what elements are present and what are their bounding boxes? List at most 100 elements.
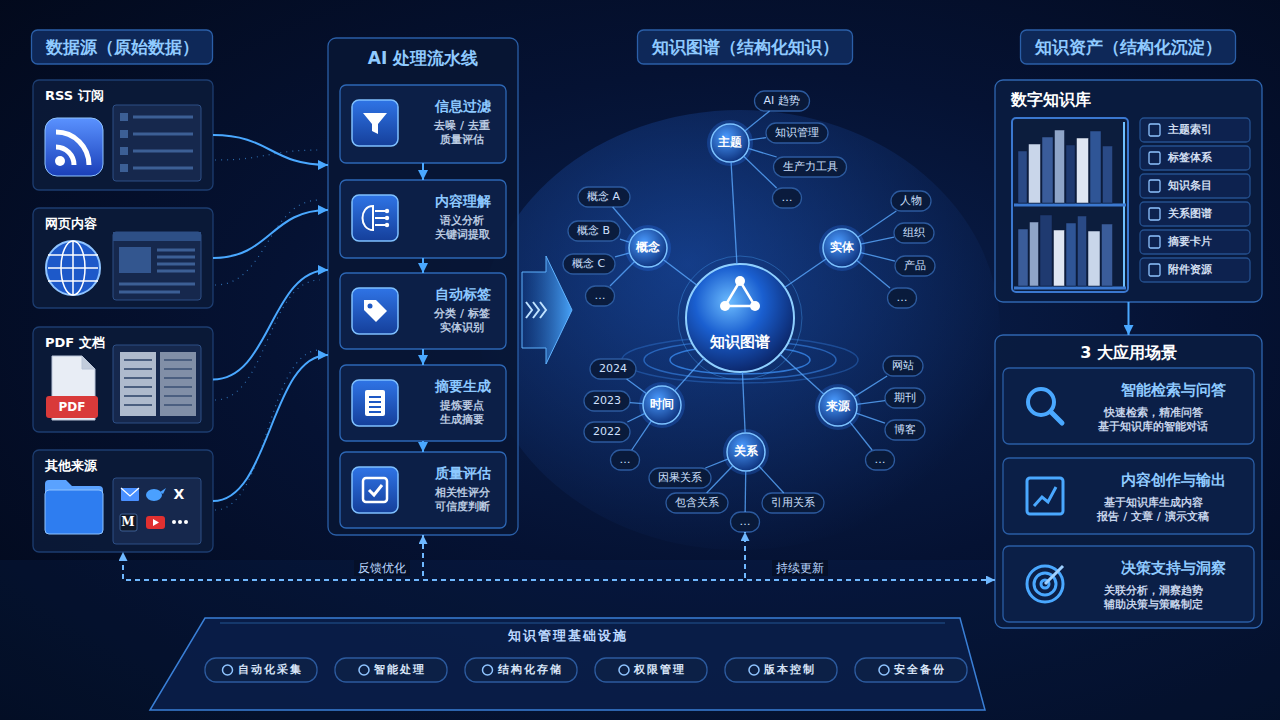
check-icon xyxy=(363,478,387,502)
video-icon xyxy=(153,519,159,526)
rss-icon xyxy=(56,132,89,165)
node-shapes xyxy=(32,30,1263,710)
box-shape xyxy=(866,450,895,470)
source-box: PDF 文档 xyxy=(33,327,213,432)
node-title: 主题 xyxy=(718,135,742,151)
category-circle: 来源 xyxy=(819,388,857,426)
library-item: 主题索引 xyxy=(1140,118,1250,142)
preview-line xyxy=(164,368,192,370)
check-icon xyxy=(369,485,382,495)
book xyxy=(1030,222,1039,286)
box-shape xyxy=(340,452,506,528)
node-title: 权限管理 xyxy=(634,663,686,677)
box-shape xyxy=(995,335,1262,628)
filter-icon xyxy=(363,113,387,134)
node-body: 去噪 / 去重 质量评估 xyxy=(420,119,504,148)
leaf-tag: … xyxy=(866,450,895,470)
preview-doc xyxy=(113,345,201,423)
box-shape xyxy=(340,365,506,441)
infra-pill: 权限管理 xyxy=(595,658,707,682)
box-shape xyxy=(774,157,847,177)
leaf-tag: … xyxy=(888,288,917,308)
node-title: 概念 A xyxy=(587,190,620,204)
box-shape xyxy=(340,85,506,163)
preview-line xyxy=(120,147,128,155)
node-title: 知识条目 xyxy=(1168,179,1212,193)
graph-link xyxy=(663,260,697,286)
flow-arrow xyxy=(213,210,328,258)
box-shape xyxy=(340,273,506,349)
library-panel: 数字知识库主题索引标签体系知识条目关系图谱摘要卡片附件资源 xyxy=(995,80,1262,302)
preview-page xyxy=(160,352,196,416)
pdf-icon xyxy=(46,396,98,418)
circle-shape xyxy=(629,229,667,267)
leaf-tag: 2022 xyxy=(584,422,630,442)
preview-line xyxy=(120,113,128,121)
box-shape xyxy=(328,38,518,535)
box-shape xyxy=(568,221,620,241)
node-title: 时间 xyxy=(650,397,674,413)
brain-icon xyxy=(375,217,385,219)
node-title: … xyxy=(782,191,793,205)
book xyxy=(1054,230,1065,286)
node-title: AI 趋势 xyxy=(764,94,800,108)
pill-icon xyxy=(749,665,759,675)
graph-link xyxy=(742,372,745,433)
icons xyxy=(45,100,1160,675)
preview-line xyxy=(157,256,195,259)
scenario-panel: 3 大应用场景智能检索与问答快速检索，精准问答 基于知识库的智能对话内容创作与输… xyxy=(995,335,1262,628)
graph-link xyxy=(707,466,733,493)
mail-icon xyxy=(121,488,139,496)
preview-line xyxy=(157,270,195,273)
band-highlight xyxy=(220,623,945,624)
box-shape xyxy=(883,356,923,376)
leaf-tag: 2024 xyxy=(590,359,636,379)
node-title: 其他来源 xyxy=(45,458,201,475)
target-icon xyxy=(1027,566,1063,602)
node-body: 关联分析，洞察趋势 辅助决策与策略制定 xyxy=(1093,584,1213,613)
book xyxy=(1018,229,1028,286)
box-shape xyxy=(773,188,802,208)
book xyxy=(1066,145,1075,203)
node-title: 关系 xyxy=(734,444,758,460)
graph-link xyxy=(861,237,894,244)
node-body: 分类 / 标签 实体识别 xyxy=(420,307,504,336)
rss-icon xyxy=(55,156,65,166)
graph-link xyxy=(744,471,746,512)
box-shape xyxy=(1003,546,1254,622)
process-box: 质量评估相关性评分 可信度判断 xyxy=(340,452,506,528)
node-title: 生产力工具 xyxy=(783,160,838,174)
node-title: 3 大应用场景 xyxy=(995,343,1262,364)
flow-arrow xyxy=(522,256,572,364)
item-icon xyxy=(1149,208,1160,220)
rss-icon xyxy=(56,147,74,165)
item-icon xyxy=(1149,264,1160,276)
node-title: 标签体系 xyxy=(1168,151,1212,165)
node-title: 自动化采集 xyxy=(238,663,303,677)
graph-link xyxy=(632,421,652,450)
leaf-tag: 生产力工具 xyxy=(774,157,847,177)
graph-link xyxy=(744,156,777,188)
node-title: 2022 xyxy=(593,425,621,439)
pill-icon xyxy=(483,665,493,675)
book xyxy=(1040,215,1052,286)
brain-icon xyxy=(385,223,389,227)
preview-line xyxy=(124,359,152,361)
more-icon xyxy=(172,520,176,524)
preview-line xyxy=(119,283,195,286)
leaf-tag: 产品 xyxy=(895,256,935,276)
graph-link xyxy=(749,138,766,141)
circle-shape xyxy=(819,388,857,426)
graph-link xyxy=(759,466,784,493)
flow-chevron xyxy=(540,302,546,318)
flow-arrow xyxy=(213,355,328,501)
box-shape xyxy=(1140,202,1250,226)
node-title: 智能检索与问答 xyxy=(1093,381,1254,401)
leaf-tag: 知识管理 xyxy=(766,123,828,143)
box-shape xyxy=(33,80,213,190)
section-header: 数据源（原始数据） xyxy=(32,30,213,64)
preview-line xyxy=(164,404,192,406)
box-shape xyxy=(649,468,711,488)
graph-link xyxy=(748,148,776,157)
sphere-shape xyxy=(686,264,794,372)
